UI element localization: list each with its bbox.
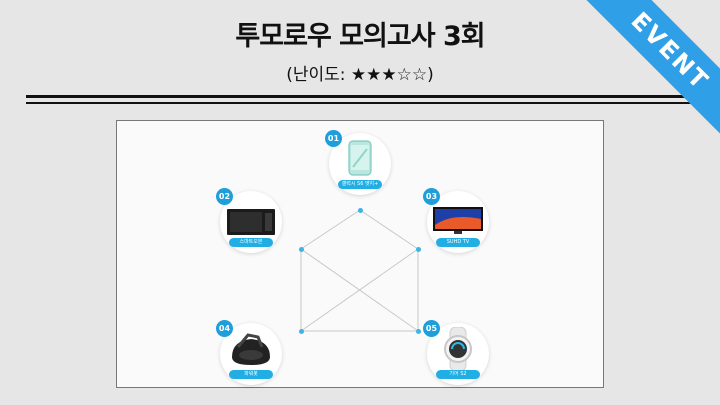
node-label: SUHD TV [436,238,480,247]
difficulty-rating: (난이도: ★★★☆☆) [286,65,434,85]
node-label: 스마트오븐 [229,238,273,247]
television-icon [433,207,483,234]
title-divider-top [26,95,694,98]
connection-dot [415,328,421,334]
smartphone-icon [348,140,372,176]
node-label: 갤럭시 S6 엣지+ [338,180,382,189]
node-number-badge: 04 [216,320,233,337]
robot-vacuum-icon [232,333,270,365]
connection-dot [415,246,421,252]
product-node-1[interactable]: 01 갤럭시 S6 엣지+ [325,130,391,195]
node-number-badge: 05 [423,320,440,337]
connection-dot [298,246,304,252]
connection-dot [298,328,304,334]
node-label: 기어 S2 [436,370,480,379]
quiz-panel: 01 갤럭시 S6 엣지+ 02 스마트오븐 03 SUHD TV 04 [116,120,604,388]
node-number-badge: 03 [423,188,440,205]
product-node-5[interactable]: 05 기어 S2 [423,320,489,385]
title-divider-bottom [26,102,694,104]
node-number-badge: 02 [216,188,233,205]
product-node-3[interactable]: 03 SUHD TV [423,188,489,253]
microwave-oven-icon [227,209,275,235]
connection-dot [357,207,363,213]
smartwatch-icon [444,327,472,371]
node-number-badge: 01 [325,130,342,147]
page-title: 투모로우 모의고사 3회 [235,21,485,52]
product-node-4[interactable]: 04 파워봇 [216,320,282,385]
node-label: 파워봇 [229,370,273,379]
connection-lines [300,209,419,332]
product-node-2[interactable]: 02 스마트오븐 [216,188,282,253]
